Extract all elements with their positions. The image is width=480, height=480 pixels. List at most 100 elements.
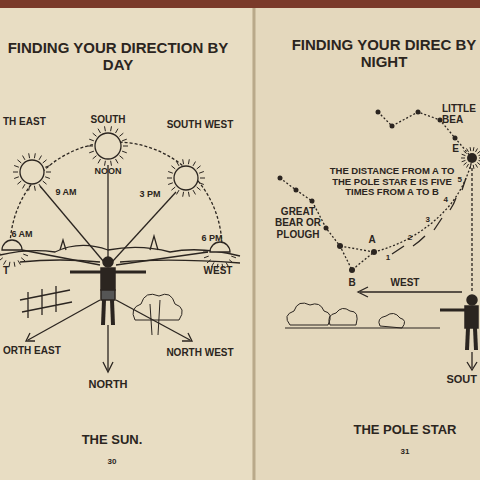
drawing-stroke (107, 325, 108, 370)
time-label: 6 AM (11, 229, 32, 239)
page-title: FINDING YOUR DIRECTION BY DAY (4, 39, 232, 74)
drawing-stroke (200, 178, 205, 179)
drawing-stroke (101, 290, 115, 300)
drawing-stroke (123, 146, 128, 147)
drawing-stroke (462, 160, 466, 161)
drawing-stroke (110, 161, 112, 166)
direction-label: TH EAST (3, 116, 46, 128)
drawing-stroke (34, 153, 36, 158)
direction-label: WEST (204, 265, 233, 277)
drawing-stroke (0, 258, 3, 261)
drawing-stroke (476, 164, 478, 167)
drawing-stroke (467, 153, 477, 163)
drawing-stroke (150, 300, 160, 335)
drawing-stroke (39, 156, 42, 160)
direction-label: SOUTH WEST (167, 119, 234, 131)
drawing-stroke (23, 254, 28, 256)
callout-number: 5 (458, 175, 462, 184)
drawing-stroke (20, 260, 240, 263)
direction-label: NORTH WEST (166, 347, 233, 359)
drawing-stroke (475, 328, 476, 350)
drawing-stroke (358, 287, 368, 297)
drawing-stroke (197, 166, 201, 169)
drawing-stroke (28, 153, 30, 158)
drawing-stroke (103, 300, 104, 325)
drawing-stroke (470, 147, 472, 151)
drawing-stroke (197, 187, 201, 190)
drawing-stroke (440, 295, 478, 350)
drawing-stroke (294, 188, 299, 193)
drawing-stroke (467, 362, 477, 370)
drawing-stroke (93, 133, 97, 136)
drawing-stroke (278, 110, 478, 274)
drawing-stroke (13, 172, 18, 173)
drawing-stroke (188, 192, 190, 197)
drawing-stroke (0, 8, 480, 480)
drawing-stroke (471, 168, 472, 292)
drawing-stroke (464, 162, 467, 165)
direction-label: ORTH EAST (3, 345, 61, 357)
drawing-stroke (133, 294, 182, 320)
drawing-stroke (376, 110, 381, 115)
drawing-stroke (462, 154, 466, 155)
drawing-stroke (26, 333, 35, 341)
drawing-stroke (461, 158, 465, 159)
drawing-stroke (103, 257, 113, 267)
drawing-stroke (473, 147, 475, 151)
drawing-stroke (43, 181, 47, 184)
drawing-stroke (467, 295, 477, 305)
drawing-stroke (112, 300, 113, 325)
drawing-stroke (20, 286, 72, 318)
drawing-stroke (46, 172, 51, 173)
direction-label: WEST (391, 277, 420, 289)
drawing-stroke (471, 352, 472, 368)
constellation-label: LITTLE BEA (442, 103, 478, 126)
drawing-stroke (28, 300, 100, 340)
drawing-stroke (2, 133, 230, 252)
drawing-stroke (43, 160, 47, 163)
drawing-stroke (119, 156, 123, 159)
drawing-stroke (22, 250, 100, 265)
time-label: 3 PM (139, 189, 160, 199)
drawing-stroke (0, 245, 240, 256)
drawing-stroke (21, 258, 25, 261)
drawing-stroke (182, 159, 184, 164)
time-label: 6 PM (201, 233, 222, 243)
drawing-stroke (60, 236, 158, 250)
time-label: NOON (95, 166, 122, 176)
drawing-stroke (168, 183, 173, 185)
drawing-stroke (122, 139, 127, 141)
drawing-stroke (119, 133, 123, 136)
star-letter: A (368, 234, 375, 246)
drawing-stroke (0, 0, 480, 8)
drawing-stroke (210, 242, 230, 252)
drawing-stroke (193, 190, 196, 194)
drawing-stroke (4, 260, 7, 264)
drawing-stroke (20, 160, 44, 184)
drawing-stroke (89, 151, 94, 153)
drawing-stroke (453, 136, 458, 141)
callout-number: 1 (386, 253, 390, 262)
drawing-stroke (122, 151, 127, 153)
drawing-stroke (107, 165, 108, 262)
drawing-stroke (0, 112, 477, 372)
star-letter: E (452, 143, 459, 155)
drawing-stroke (34, 186, 36, 191)
drawing-stroke (479, 154, 480, 155)
drawing-stroke (477, 162, 480, 165)
drawing-stroke (98, 159, 101, 163)
drawing-stroke (390, 124, 395, 129)
drawing-stroke (101, 268, 115, 290)
direction-label: SOUTH (91, 114, 126, 126)
drawing-stroke (40, 186, 104, 262)
drawing-stroke (167, 178, 172, 179)
drawing-stroke (2, 240, 22, 250)
drawing-stroke (473, 165, 475, 169)
drawing-stroke (193, 162, 196, 166)
drawing-stroke (182, 333, 192, 341)
drawing-stroke (17, 160, 21, 163)
drawing-stroke (476, 148, 478, 151)
drawing-stroke (93, 156, 97, 159)
drawing-stroke (23, 156, 26, 160)
drawing-stroke (379, 313, 405, 328)
